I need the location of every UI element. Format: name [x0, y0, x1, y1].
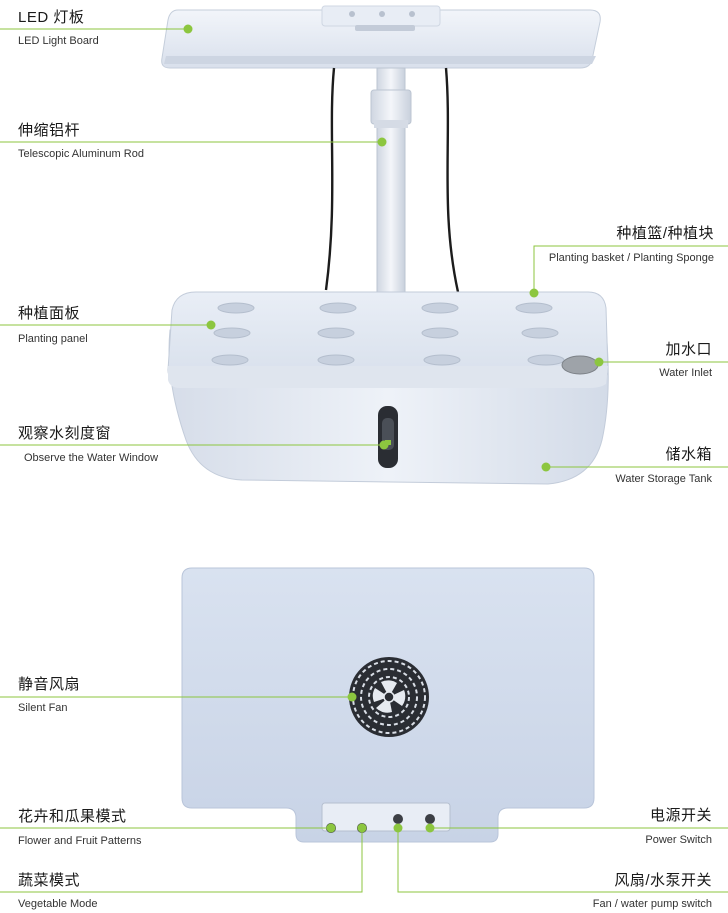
leader-lines	[0, 28, 728, 893]
power-switch-label-cn: 电源开关	[649, 807, 712, 824]
vegetable-mode-label-en: Vegetable Mode	[18, 898, 98, 910]
planting-panel-label-en: Planting panel	[18, 333, 88, 345]
planting-panel-label-cn: 种植面板	[18, 305, 81, 322]
water-inlet-label-en: Water Inlet	[659, 367, 712, 379]
telescopic-rod-label-en: Telescopic Aluminum Rod	[18, 148, 144, 160]
led-board-label-en: LED Light Board	[18, 35, 99, 47]
telescopic-rod-label-cn: 伸缩铝杆	[18, 122, 81, 139]
silent-fan-label-cn: 静音风扇	[18, 676, 81, 693]
water-window-label-en: Observe the Water Window	[24, 452, 159, 464]
power-switch-label-en: Power Switch	[645, 834, 712, 846]
water-storage-tank	[167, 291, 609, 485]
fan-pump-switch-label-en: Fan / water pump switch	[592, 898, 712, 910]
silent-fan	[349, 657, 429, 737]
water-tank-label-en: Water Storage Tank	[615, 473, 712, 485]
planting-basket-label-cn: 种植篮/种植块	[616, 225, 714, 242]
vegetable-mode-label-cn: 蔬菜模式	[18, 872, 81, 889]
led-board-label-cn: LED 灯板	[18, 9, 85, 26]
fan-pump-switch-label-cn: 风扇/水泵开关	[614, 872, 712, 889]
planting-holes	[211, 302, 565, 366]
telescopic-rod	[370, 67, 412, 299]
planting-basket-label-en: Planting basket / Planting Sponge	[548, 252, 714, 264]
callout-dots	[183, 24, 604, 833]
water-inlet-label-cn: 加水口	[665, 341, 712, 358]
water-window-label-cn: 观察水刻度窗	[18, 425, 112, 442]
silent-fan-label-en: Silent Fan	[18, 702, 68, 714]
flower-fruit-label-en: Flower and Fruit Patterns	[18, 835, 142, 847]
water-tank-label-cn: 储水箱	[665, 446, 712, 463]
flower-fruit-label-cn: 花卉和瓜果模式	[18, 808, 127, 825]
led-light-board	[161, 5, 601, 69]
